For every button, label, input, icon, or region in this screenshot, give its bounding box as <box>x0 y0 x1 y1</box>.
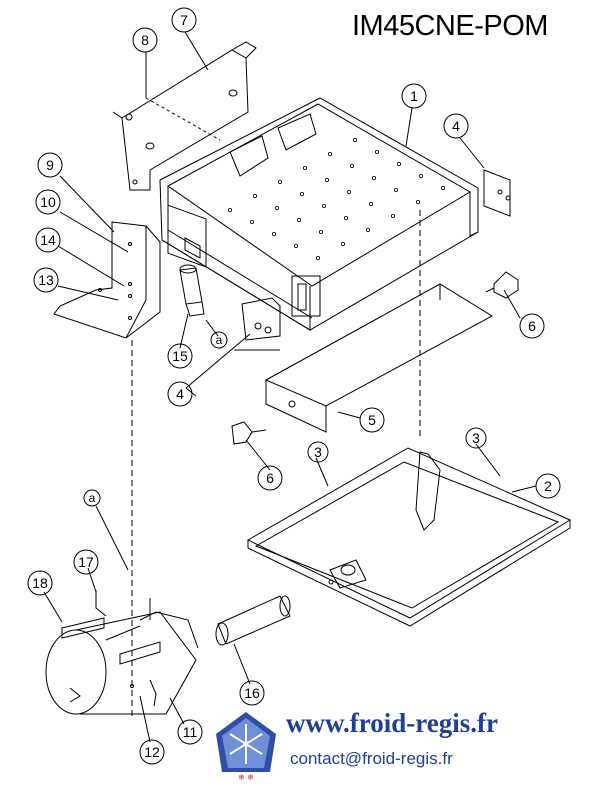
callout-1: 1 <box>410 88 418 104</box>
cover-5 <box>264 283 493 433</box>
callout-5: 5 <box>368 412 376 428</box>
callout-7: 7 <box>180 12 188 28</box>
callout-16: 16 <box>244 685 260 701</box>
tray-2 <box>246 447 572 627</box>
website-link[interactable]: www.froid-regis.fr <box>286 708 498 738</box>
callout-circle-7 <box>171 7 197 33</box>
email-link[interactable]: contact@froid-regis.fr <box>290 749 453 768</box>
callout-circle-2 <box>535 473 561 499</box>
callout-circle-15 <box>167 343 193 369</box>
callout-circle-a2 <box>83 489 101 507</box>
callout-12: 12 <box>144 744 160 760</box>
callout-circle-3a <box>307 441 329 463</box>
callout-a-upper: a <box>216 333 223 347</box>
callout-circle-9 <box>37 152 63 178</box>
callout-circle-8 <box>132 27 158 53</box>
pump-motor <box>45 590 199 715</box>
callout-circle-18 <box>27 570 53 596</box>
bracket-9 <box>53 221 161 339</box>
callout-6-lower: 6 <box>266 470 274 486</box>
callout-3-left: 3 <box>314 444 322 460</box>
callout-17: 17 <box>78 554 94 570</box>
tube-15 <box>179 264 205 317</box>
callout-circle-4a <box>443 113 469 139</box>
callout-circle-a1 <box>210 331 228 349</box>
callout-circle-6a <box>519 313 545 339</box>
callout-6-upper: 6 <box>528 318 536 334</box>
snowflake-logo: ❄ ❄ <box>216 712 276 782</box>
callout-circle-11 <box>177 719 203 745</box>
bracket-4-lower <box>234 297 281 351</box>
callout-14: 14 <box>40 232 56 248</box>
bracket-4-right <box>483 169 511 217</box>
callout-circle-5 <box>359 407 385 433</box>
callout-circle-13 <box>33 267 59 293</box>
callout-circle-12 <box>139 739 165 765</box>
callout-circle-6b <box>257 465 283 491</box>
model-title: IM45CNE-POM <box>352 10 548 42</box>
callout-4-lower: 4 <box>176 386 184 402</box>
bracket-7 <box>112 41 257 191</box>
callout-18: 18 <box>32 575 48 591</box>
callout-circle-14 <box>35 227 61 253</box>
callout-15: 15 <box>172 348 188 364</box>
callout-circle-3b <box>465 427 487 449</box>
callout-labels: 7 8 1 4 9 10 14 13 6 15 a 4 5 6 3 3 2 a … <box>32 12 552 760</box>
fitting-6-upper <box>485 271 519 299</box>
leader-lines <box>43 31 537 743</box>
tube-16 <box>215 595 291 646</box>
callout-circle-16 <box>239 680 265 706</box>
fitting-6-lower <box>231 421 267 445</box>
svg-text:❄ ❄: ❄ ❄ <box>238 773 254 782</box>
callout-circle-4b <box>167 381 193 407</box>
callout-9: 9 <box>46 157 54 173</box>
callout-13: 13 <box>38 272 54 288</box>
callout-2: 2 <box>544 478 552 494</box>
evaporator-unit-1 <box>159 97 479 331</box>
callout-3-right: 3 <box>472 430 480 446</box>
callout-circle-17 <box>73 549 99 575</box>
callout-circle-1 <box>401 83 427 109</box>
callout-10: 10 <box>40 194 56 210</box>
callout-a-lower: a <box>89 491 96 505</box>
callout-11: 11 <box>183 724 198 740</box>
callout-8: 8 <box>141 32 149 48</box>
callout-circles <box>27 7 561 765</box>
callout-circle-10 <box>35 189 61 215</box>
callout-4-right: 4 <box>452 118 460 134</box>
